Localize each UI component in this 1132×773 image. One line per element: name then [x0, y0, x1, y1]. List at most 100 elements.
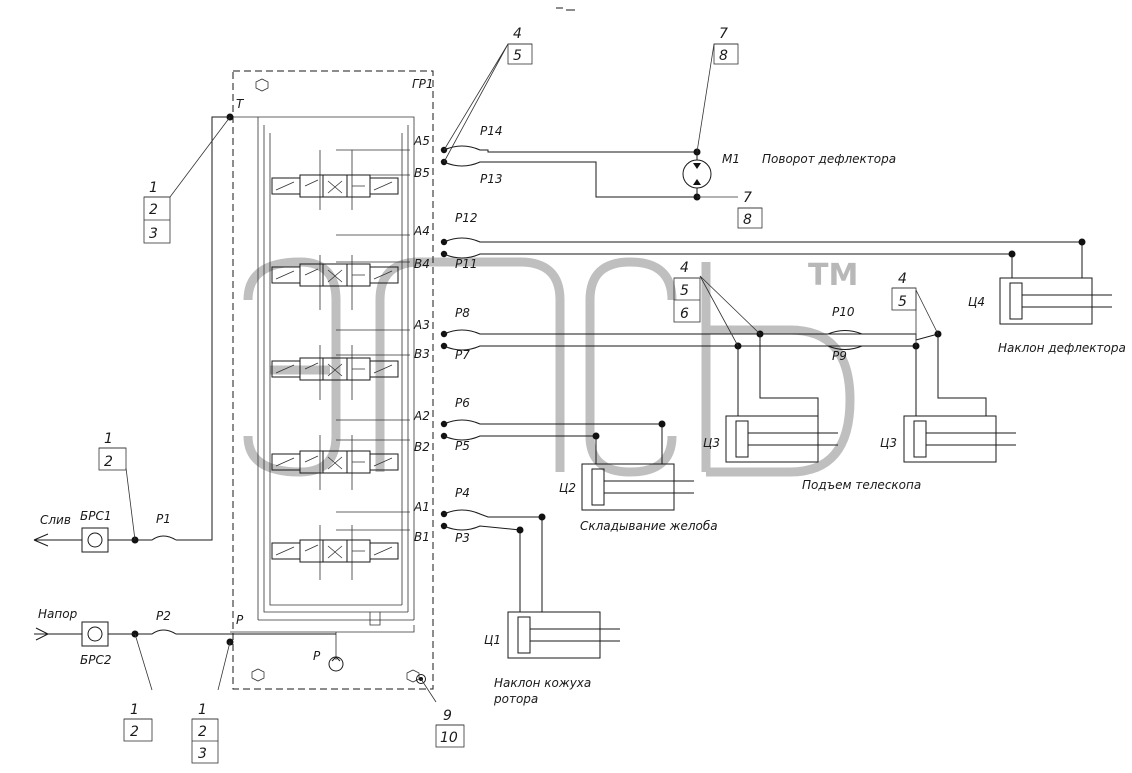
- callout-bottom-910: 9 10: [435, 708, 465, 748]
- cylinder-c4: [999, 277, 1112, 325]
- label-r12: P12: [455, 211, 478, 225]
- label-a4: A4: [413, 224, 430, 238]
- label-c1-desc-1: Наклон кожуха: [494, 676, 591, 690]
- callout-top-78: 7 8: [713, 26, 739, 65]
- svg-text:4: 4: [513, 26, 522, 42]
- label-r9: P9: [832, 349, 847, 363]
- label-r8: P8: [455, 306, 470, 320]
- callout-mid-456: 4 5 6: [673, 260, 701, 323]
- cylinder-c1: [507, 611, 620, 659]
- label-a3: A3: [413, 318, 430, 332]
- label-gr1: ГР1: [412, 77, 434, 91]
- callout-left-123: 1 2 3: [143, 180, 171, 244]
- svg-text:6: 6: [680, 306, 689, 322]
- label-r2: P2: [156, 609, 171, 623]
- cylinder-c3-left: [725, 334, 838, 463]
- label-b1: B1: [414, 530, 430, 544]
- label-m1-desc: Поворот дефлектора: [762, 152, 896, 166]
- callout-left-12: 1 2: [98, 431, 127, 471]
- spool-valve-2: [271, 450, 399, 474]
- svg-text:7: 7: [743, 190, 752, 206]
- coupling-brs2: [81, 621, 135, 647]
- label-b3: B3: [414, 347, 430, 361]
- manifold-internal: [230, 116, 415, 660]
- label-c1-desc-2: ротора: [493, 692, 538, 706]
- label-p-bottom: P: [313, 649, 321, 663]
- svg-text:1: 1: [149, 180, 158, 196]
- bolt-hex-tl: [255, 78, 269, 92]
- watermark-tm: ТМ: [808, 258, 858, 293]
- svg-text:5: 5: [680, 283, 689, 299]
- spool-valve-4: [271, 263, 399, 287]
- label-c1: Ц1: [484, 633, 501, 647]
- label-r14: P14: [480, 124, 503, 138]
- label-a5: A5: [413, 134, 430, 148]
- svg-text:5: 5: [513, 48, 522, 64]
- label-c3a: Ц3: [703, 436, 720, 450]
- svg-text:2: 2: [130, 724, 139, 740]
- label-brs1: БРС1: [80, 509, 111, 523]
- label-c4-desc: Наклон дефлектора: [998, 341, 1126, 355]
- svg-text:3: 3: [198, 746, 207, 762]
- label-a2: A2: [413, 409, 430, 423]
- label-pressure: Напор: [38, 607, 78, 621]
- callout-bottom-123: 1 2 3: [191, 702, 219, 764]
- svg-text:1: 1: [130, 702, 139, 718]
- label-r6: P6: [455, 396, 470, 410]
- label-c3-desc: Подъем телескопа: [802, 478, 921, 492]
- label-b5: B5: [414, 166, 430, 180]
- label-b4: B4: [414, 257, 430, 271]
- svg-text:4: 4: [680, 260, 689, 276]
- label-t: T: [236, 97, 245, 111]
- callout-bottom-12: 1 2: [123, 702, 153, 742]
- label-r13: P13: [480, 172, 503, 186]
- svg-text:2: 2: [149, 202, 158, 218]
- svg-text:8: 8: [719, 48, 728, 64]
- svg-text:3: 3: [149, 226, 158, 242]
- label-c2-desc: Складывание желоба: [580, 519, 718, 533]
- svg-text:1: 1: [104, 431, 113, 447]
- plug-symbol: [416, 674, 426, 684]
- valve-block-frame: [232, 70, 434, 690]
- svg-text:7: 7: [719, 26, 728, 42]
- label-r11: P11: [455, 257, 478, 271]
- svg-text:9: 9: [443, 708, 452, 724]
- callout-right-45: 4 5: [891, 271, 917, 311]
- bolt-hex-bl: [251, 668, 265, 682]
- cylinder-c3-right: [903, 334, 1016, 463]
- hose-lines: [33, 116, 1083, 641]
- callout-top-45: 4 5: [507, 26, 533, 65]
- svg-text:2: 2: [104, 454, 113, 470]
- svg-text:8: 8: [743, 212, 752, 228]
- label-p-top: P: [236, 613, 244, 627]
- label-r4: P4: [455, 486, 470, 500]
- cylinder-c2: [581, 463, 694, 511]
- label-brs2: БРС2: [80, 653, 111, 667]
- spool-valve-1: [271, 539, 399, 563]
- label-m1: M1: [722, 152, 740, 166]
- label-c3b: Ц3: [880, 436, 897, 450]
- junction-dots: [131, 113, 1086, 681]
- svg-text:1: 1: [198, 702, 207, 718]
- svg-text:5: 5: [898, 294, 907, 310]
- port-dots: [440, 146, 448, 530]
- hydraulic-motor-m1: [682, 152, 712, 197]
- coupling-brs1: [81, 527, 135, 553]
- callout-leaders: [125, 43, 939, 703]
- label-r3: P3: [455, 531, 470, 545]
- svg-text:10: 10: [440, 730, 458, 746]
- svg-text:4: 4: [898, 271, 907, 287]
- label-r1: P1: [156, 512, 171, 526]
- label-c4: Ц4: [968, 295, 985, 309]
- callout-m1-78: 7 8: [737, 190, 763, 229]
- spool-valve-5: [271, 174, 399, 198]
- label-r5: P5: [455, 439, 470, 453]
- svg-text:2: 2: [198, 724, 207, 740]
- label-b2: B2: [414, 440, 430, 454]
- label-a1: A1: [413, 500, 430, 514]
- label-r10: P10: [832, 305, 855, 319]
- spool-valve-3: [271, 357, 399, 381]
- label-drain: Слив: [40, 513, 71, 527]
